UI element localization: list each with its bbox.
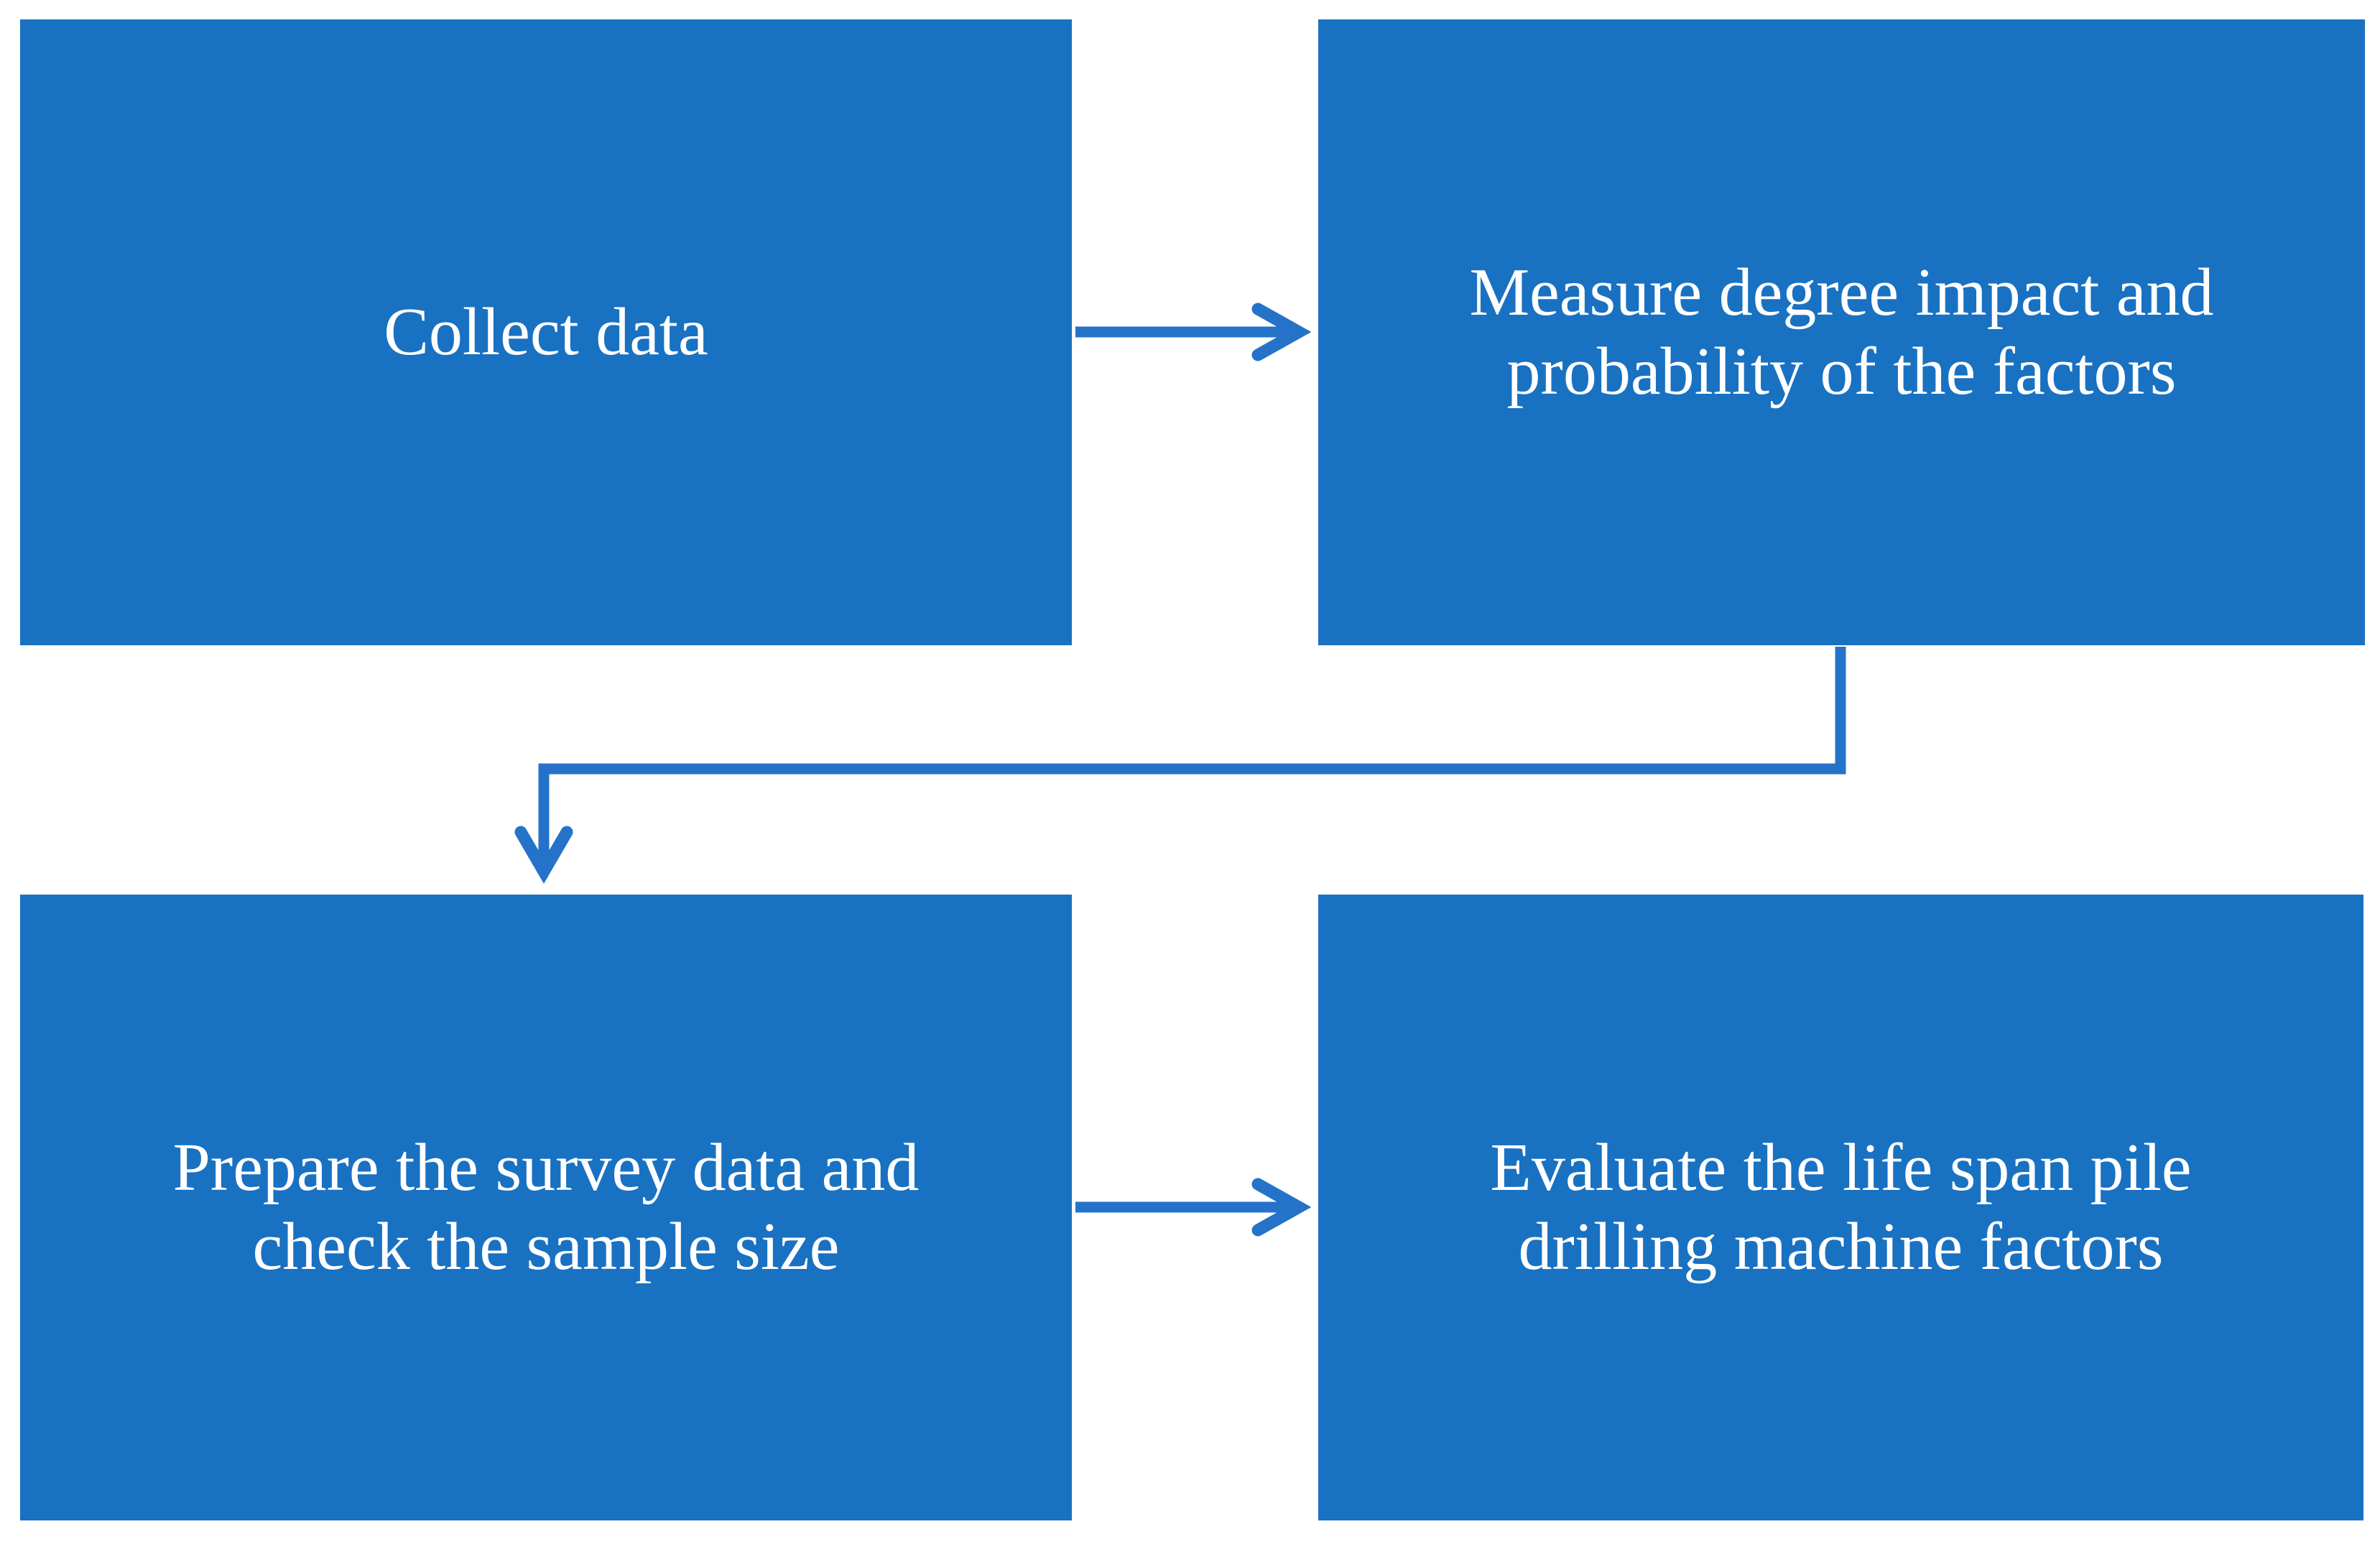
arrowhead [1251,303,1312,361]
arrowhead [514,826,573,884]
arrowhead [1251,1178,1312,1237]
arrow-collect-to-measure [1075,303,1312,361]
node-label-line: probability of the factors [1506,333,2177,409]
node-collect-data: Collect data [20,19,1072,645]
node-label-line: Measure degree impact and [1469,255,2214,331]
elbow-line [538,647,1846,864]
node-measure-impact: Measure degree impact and probability of… [1318,19,2365,645]
node-label-line: Prepare the survey data and [172,1130,920,1206]
node-label: Prepare the survey data and check the sa… [173,1129,920,1285]
node-label-line: Evaluate the life span pile [1490,1130,2192,1206]
node-label-line: drilling machine factors [1518,1209,2164,1284]
arrow-prepare-to-evaluate [1075,1178,1312,1237]
node-label: Collect data [384,293,708,371]
connector-measure-to-prepare [514,647,1846,884]
node-label-line: check the sample size [252,1209,840,1284]
node-label: Measure degree impact and probability of… [1469,254,2213,410]
node-evaluate-lifespan: Evaluate the life span pile drilling mac… [1318,895,2363,1520]
node-prepare-survey: Prepare the survey data and check the sa… [20,895,1072,1520]
node-label: Evaluate the life span pile drilling mac… [1490,1129,2191,1285]
node-label-line: Collect data [384,294,708,369]
